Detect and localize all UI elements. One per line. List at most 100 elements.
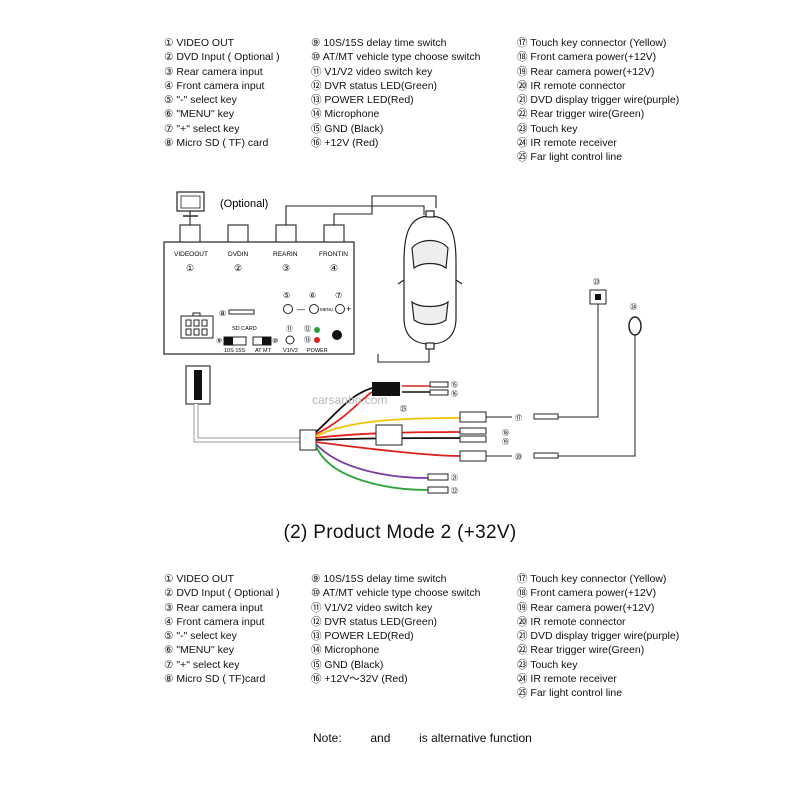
- optional-label: (Optional): [220, 198, 268, 210]
- legend-item: ⑯ +12V～32V (Red): [311, 673, 408, 686]
- legend-item: ⑭ Microphone: [311, 108, 380, 121]
- legend-item: ⑲ Rear camera power(+12V): [517, 65, 655, 78]
- legend-item: ⑮ GND (Black): [311, 658, 384, 671]
- legend-item: ⑩ AT/MT vehicle type choose switch: [311, 587, 481, 600]
- legend-item: ③ Rear camera input: [164, 65, 263, 78]
- legend-item: ⑳ IR remote connector: [517, 79, 626, 92]
- port-label-rearin: REARIN: [273, 251, 298, 258]
- port-label-dvdin: DVDIN: [228, 251, 249, 258]
- legend-item: ㉔ IR remote receiver: [517, 137, 617, 150]
- legend-item: ⑱ Front camera power(+12V): [517, 51, 657, 64]
- num-11: ⑪: [286, 325, 293, 333]
- legend-item: ⑥ "MENU" key: [164, 108, 234, 121]
- power-led: [314, 337, 320, 343]
- port-frontin: [323, 224, 345, 243]
- legend-item: ⑦ "+" select key: [164, 122, 240, 135]
- port-dvdin: [227, 224, 249, 243]
- microphone-icon: [332, 330, 342, 340]
- num-12: ⑫: [304, 325, 311, 333]
- legend-bottom-col2: ⑨ 10S/15S delay time switch ⑩ AT/MT vehic…: [311, 572, 481, 686]
- legend-item: ⑲ Rear camera power(+12V): [517, 601, 655, 614]
- num-19: ⑲: [502, 438, 509, 446]
- vehicle-switch-label: AT MT: [255, 348, 272, 354]
- legend-item: ⑥ "MENU" key: [164, 644, 234, 657]
- legend-item: ㉒ Rear trigger wire(Green): [517, 108, 645, 121]
- legend-item: ⑩ AT/MT vehicle type choose switch: [311, 51, 481, 64]
- legend-top-col1: ① VIDEO OUT ② DVD Input ( Optional )③ Rea…: [164, 36, 280, 150]
- legend-item: ⑰ Touch key connector (Yellow): [517, 573, 667, 585]
- legend-item: ㉔ IR remote receiver: [517, 673, 617, 686]
- num-7: ⑦: [335, 291, 342, 300]
- menu-label: MENU: [320, 307, 333, 312]
- legend-item: ㉒ Rear trigger wire(Green): [517, 644, 645, 657]
- num-17: ⑰: [515, 414, 522, 422]
- legend-item: ② DVD Input ( Optional ): [164, 51, 280, 64]
- port-label-videoout: VIDEOOUT: [174, 251, 208, 258]
- legend-item: ⑬ POWER LED(Red): [311, 630, 414, 643]
- legend-item: ㉑ DVD display trigger wire(purple): [517, 94, 680, 107]
- ir-receiver-icon: [628, 316, 642, 336]
- port-num-3: ③: [282, 263, 290, 273]
- legend-item: ⑧ Micro SD ( TF)card: [164, 673, 266, 686]
- legend-item: ③ Rear camera input: [164, 601, 263, 614]
- num-22: ㉒: [451, 487, 458, 495]
- minus-key: [283, 304, 293, 314]
- mode-title: (2) Product Mode 2 (+32V): [283, 522, 517, 543]
- menu-key: [309, 304, 319, 314]
- num-24: ㉔: [630, 303, 637, 311]
- legend-item: ⑨ 10S/15S delay time switch: [311, 37, 447, 49]
- plus-label: +: [346, 304, 351, 314]
- num-16: ⑯: [451, 390, 458, 398]
- num-25: ㉕: [400, 405, 407, 413]
- note-suffix: is alternative function: [419, 731, 532, 745]
- legend-item: ⑰ Touch key connector (Yellow): [517, 37, 667, 49]
- legend-item: ⑨ 10S/15S delay time switch: [311, 573, 447, 585]
- legend-item: ⑮ GND (Black): [311, 122, 384, 135]
- legend-item: ① VIDEO OUT: [164, 37, 235, 49]
- minus-label: —: [297, 305, 305, 314]
- legend-item: ⑱ Front camera power(+12V): [517, 587, 657, 600]
- power-label: POWER: [307, 348, 328, 354]
- num-13: ⑬: [304, 336, 311, 344]
- note-and: and: [370, 731, 391, 745]
- legend-item: ⑤ "-" select key: [164, 94, 237, 107]
- num-9: ⑨: [216, 337, 222, 345]
- legend-item: ⑬ POWER LED(Red): [311, 94, 414, 107]
- legend-item: ㉓ Touch key: [517, 658, 578, 671]
- legend-item: ㉕ Far light control line: [517, 687, 623, 700]
- port-num-1: ①: [186, 263, 194, 273]
- legend-item: ④ Front camera input: [164, 615, 265, 628]
- note-prefix: Note:: [313, 731, 342, 745]
- legend-item: ⑪ V1/V2 video switch key: [311, 65, 433, 78]
- legend-item: ② DVD Input ( Optional ): [164, 587, 280, 600]
- legend-item: ④ Front camera input: [164, 79, 265, 92]
- port-num-2: ②: [234, 263, 242, 273]
- legend-item: ㉑ DVD display trigger wire(purple): [517, 630, 680, 643]
- wiring-diagram: (Optional) VIDEOOUT DVDIN REARIN FRONTIN…: [163, 191, 642, 495]
- legend-item: ⑫ DVR status LED(Green): [311, 615, 438, 628]
- num-15: ⑮: [451, 381, 458, 389]
- legend-item: ⑤ "-" select key: [164, 630, 237, 643]
- legend-item: ⑦ "+" select key: [164, 658, 240, 671]
- port-label-frontin: FRONTIN: [319, 251, 348, 258]
- legend-item: ⑧ Micro SD ( TF) card: [164, 137, 269, 150]
- num-6: ⑥: [309, 291, 316, 300]
- monitor-icon: [176, 191, 205, 217]
- sd-card-slot: [228, 309, 255, 315]
- watermark: carsanbo.com: [312, 393, 387, 407]
- legend-top-col2: ⑨ 10S/15S delay time switch ⑩ AT/MT vehic…: [311, 36, 481, 150]
- legend-item: ⑫ DVR status LED(Green): [311, 79, 438, 92]
- video-switch-key: [285, 335, 295, 345]
- note: Note: and is alternative function: [313, 731, 532, 745]
- num-20: ⑳: [515, 453, 522, 461]
- legend-item: ㉓ Touch key: [517, 122, 578, 135]
- legend-item: ① VIDEO OUT: [164, 573, 235, 585]
- port-num-4: ④: [330, 263, 338, 273]
- num-10: ⑩: [272, 337, 278, 345]
- port-rearin: [275, 224, 297, 243]
- legend-item: ⑪ V1/V2 video switch key: [311, 601, 433, 614]
- car-icon: [397, 210, 463, 350]
- port-videoout: [179, 224, 201, 243]
- num-21: ㉑: [451, 474, 458, 482]
- plus-key: [335, 304, 345, 314]
